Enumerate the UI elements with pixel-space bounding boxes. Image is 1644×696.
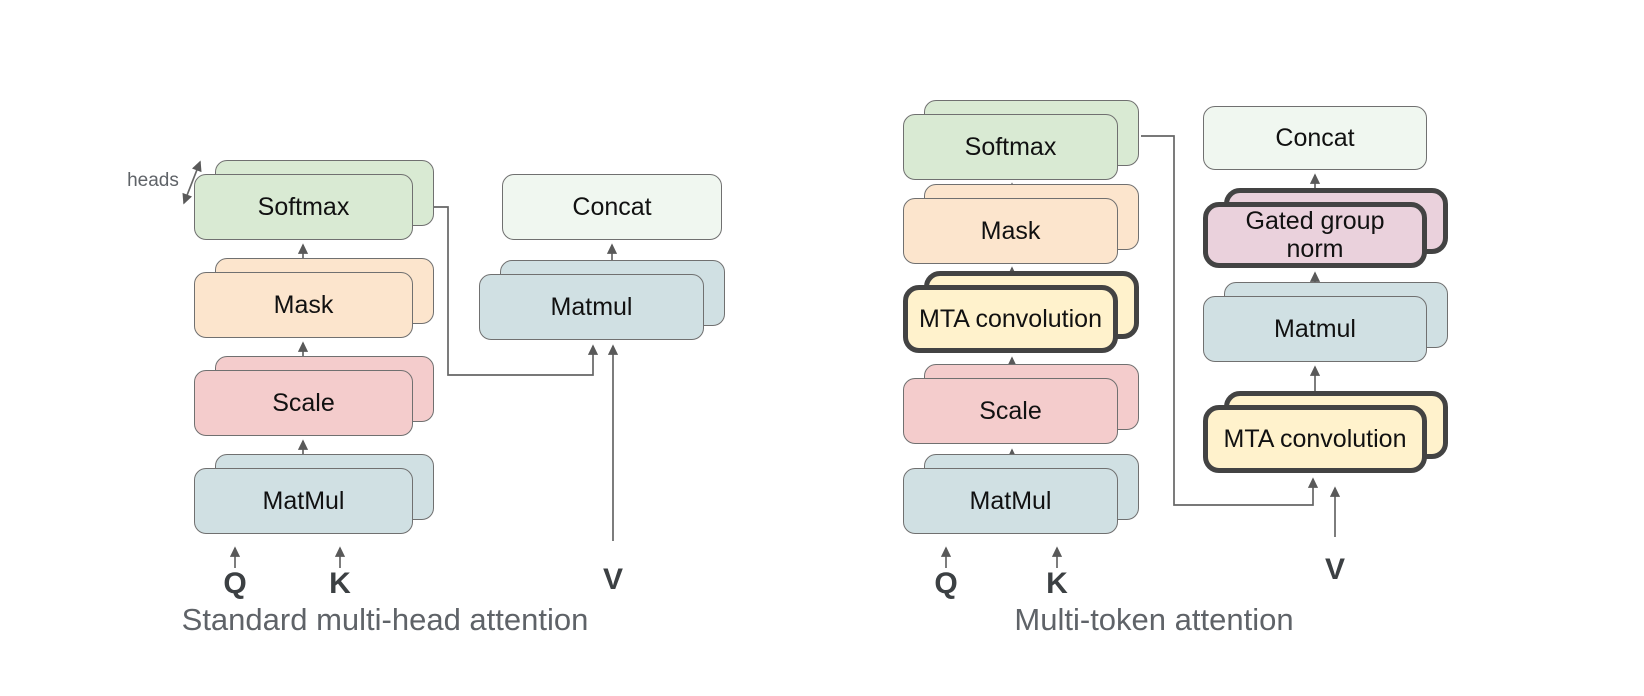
left-q-label: Q: [223, 567, 247, 600]
node-left-matmul-av: Matmul: [479, 260, 725, 340]
scale-label: Scale: [903, 378, 1118, 444]
node-right-mta-convolution-v: MTA convolution: [1203, 391, 1448, 473]
matmul-av-label: Matmul: [1203, 296, 1427, 362]
mask-label: Mask: [194, 272, 413, 338]
right-k-label: K: [1046, 567, 1068, 600]
heads-double-arrow: [182, 160, 202, 205]
mta-convolution-qk-label: MTA convolution: [903, 285, 1118, 353]
node-left-concat: Concat: [502, 174, 722, 240]
right-q-label: Q: [934, 567, 958, 600]
mask-label: Mask: [903, 198, 1118, 264]
node-left-softmax: Softmax: [194, 160, 434, 240]
mta-convolution-v-label: MTA convolution: [1203, 405, 1427, 473]
edge-right-softmax-to-mtaconv: [1141, 135, 1319, 506]
node-left-matmul-qk: MatMul: [194, 454, 434, 534]
node-right-gated-group-norm: Gated group norm: [1203, 188, 1448, 268]
node-left-mask: Mask: [194, 258, 434, 338]
node-right-scale: Scale: [903, 364, 1139, 444]
matmul-qk-label: MatMul: [903, 468, 1118, 534]
left-k-label: K: [329, 567, 351, 600]
matmul-qk-label: MatMul: [194, 468, 413, 534]
edge-left-softmax-to-matmul: [434, 206, 599, 376]
softmax-label: Softmax: [194, 174, 413, 240]
right-diagram-caption: Multi-token attention: [1014, 602, 1294, 637]
left-v-label: V: [602, 563, 623, 596]
matmul-av-label: Matmul: [479, 274, 704, 340]
node-left-scale: Scale: [194, 356, 434, 436]
node-right-softmax: Softmax: [903, 100, 1139, 180]
softmax-label: Softmax: [903, 114, 1118, 180]
gated-group-norm-label: Gated group norm: [1203, 202, 1427, 268]
node-right-mask: Mask: [903, 184, 1139, 264]
node-right-matmul-qk: MatMul: [903, 454, 1139, 534]
node-right-matmul-av: Matmul: [1203, 282, 1448, 362]
node-right-concat: Concat: [1203, 106, 1427, 170]
concat-label: Concat: [1203, 106, 1427, 170]
heads-label: heads: [127, 170, 179, 191]
concat-label: Concat: [502, 174, 722, 240]
right-v-label: V: [1324, 553, 1345, 586]
left-diagram-caption: Standard multi-head attention: [181, 602, 589, 637]
node-right-mta-convolution-qk: MTA convolution: [903, 271, 1139, 353]
scale-label: Scale: [194, 370, 413, 436]
